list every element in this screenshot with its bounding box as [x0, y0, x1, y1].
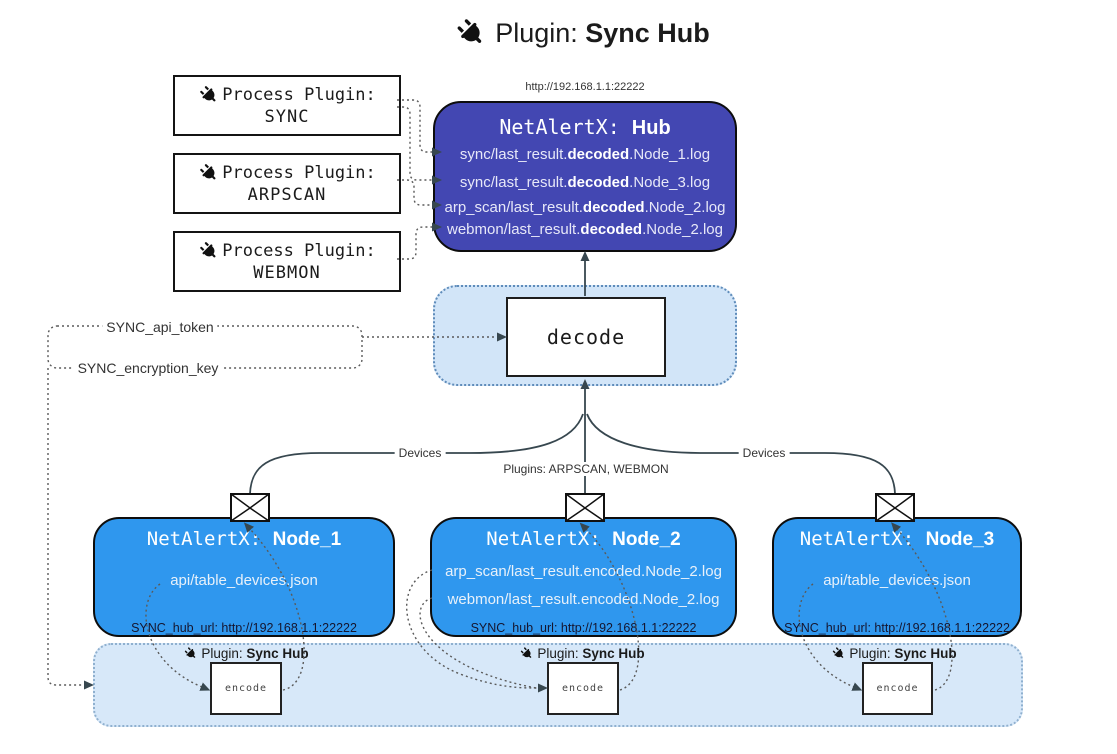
encode-plugin-label-node1: Plugin: Sync Hub [183, 646, 309, 661]
connector-arpscan-to-hub [397, 179, 442, 210]
sync-encryption-key-label: SYNC_encryption_key [73, 360, 223, 376]
title-text: Plugin: Sync Hub [495, 17, 710, 48]
devices-right-label: Devices [738, 446, 790, 460]
node3-hub-url: SYNC_hub_url: http://192.168.1.1:22222 [784, 621, 1010, 635]
process-plugin-arpscan-box: Process Plugin: ARPSCAN [173, 153, 401, 214]
hub-log-line: sync/last_result.decoded.Node_1.log [459, 146, 711, 163]
hub-log-line: sync/last_result.decoded.Node_3.log [459, 174, 711, 191]
devices-left-label: Devices [394, 446, 446, 460]
plug-icon [520, 647, 532, 658]
sync-api-token-label: SYNC_api_token [102, 319, 218, 335]
hub-log-line: webmon/last_result.decoded.Node_2.log [447, 221, 723, 238]
encode-plugin-label-node3: Plugin: Sync Hub [831, 646, 957, 661]
process-plugin-label: Process Plugin: [222, 163, 376, 183]
process-plugin-webmon-box: Process Plugin: WEBMON [173, 231, 401, 292]
node3-box: NetAlertX: Node_3 api/table_devices.json… [772, 517, 1022, 637]
plug-icon [200, 242, 216, 258]
process-plugin-name: WEBMON [253, 263, 321, 283]
node1-file: api/table_devices.json [170, 572, 318, 589]
node1-box: NetAlertX: Node_1 api/table_devices.json… [93, 517, 395, 637]
plug-icon [832, 647, 844, 658]
connector-webmon-to-hub [397, 222, 442, 260]
connector-tokens-to-encode-band [47, 368, 94, 690]
decode-box: decode [506, 297, 666, 377]
encode-plugin-label-node2: Plugin: Sync Hub [519, 646, 645, 661]
plug-icon [200, 86, 216, 102]
process-plugin-label: Process Plugin: [222, 241, 376, 261]
plug-icon [200, 164, 216, 180]
hub-log-line: arp_scan/last_result.decoded.Node_2.log [444, 199, 726, 216]
hub-url-label: http://192.168.1.1:22222 [525, 81, 645, 93]
connector-sync-to-hub-node1 [397, 99, 442, 157]
node3-title: NetAlertX: Node_3 [799, 528, 995, 550]
process-plugin-name: SYNC [264, 107, 310, 127]
plug-icon [457, 19, 482, 43]
node1-hub-url: SYNC_hub_url: http://192.168.1.1:22222 [131, 621, 357, 635]
node1-title: NetAlertX: Node_1 [146, 528, 342, 550]
encode-box-node3: encode [862, 662, 933, 715]
hub-box: NetAlertX: Hub sync/last_result.decoded.… [433, 101, 737, 252]
connector-sync-to-hub-node3 [397, 106, 442, 185]
plug-icon [184, 647, 196, 658]
process-plugin-name: ARPSCAN [247, 185, 327, 205]
encode-box-node1: encode [210, 662, 282, 715]
node2-box: NetAlertX: Node_2 arp_scan/last_result.e… [430, 517, 737, 637]
plugins-mid-label: Plugins: ARPSCAN, WEBMON [499, 462, 673, 476]
node3-file: api/table_devices.json [823, 572, 971, 589]
encode-box-node2: encode [547, 662, 619, 715]
process-plugin-sync-box: Process Plugin: SYNC [173, 75, 401, 136]
node2-file: webmon/last_result.encoded.Node_2.log [447, 591, 720, 608]
node2-file: arp_scan/last_result.encoded.Node_2.log [445, 563, 722, 580]
node2-title: NetAlertX: Node_2 [486, 528, 681, 550]
page-title: Plugin: Sync Hub [454, 16, 710, 50]
hub-title: NetAlertX: Hub [499, 115, 671, 139]
node2-hub-url: SYNC_hub_url: http://192.168.1.1:22222 [470, 621, 697, 635]
process-plugin-label: Process Plugin: [222, 85, 376, 105]
